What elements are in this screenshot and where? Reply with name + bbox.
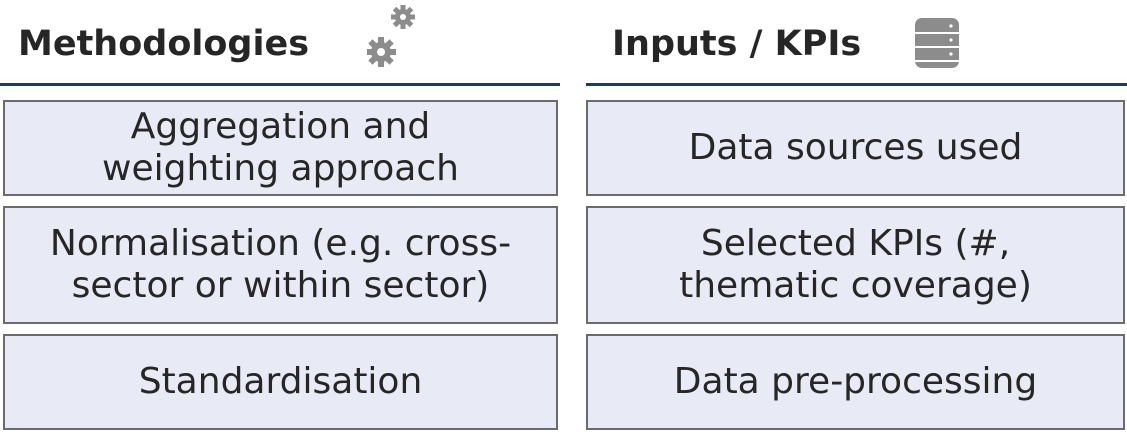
input-box-line1: Selected KPIs (#, xyxy=(700,223,1011,264)
methodologies-header: Methodologies xyxy=(0,0,560,84)
methodologies-divider xyxy=(0,83,560,86)
inputs-kpis-divider xyxy=(586,83,1127,86)
inputs-kpis-header: Inputs / KPIs xyxy=(586,0,1127,84)
inputs-kpis-title: Inputs / KPIs xyxy=(612,24,862,64)
method-box-line2: weighting approach xyxy=(102,148,459,189)
method-box-aggregation: Aggregation and weighting approach xyxy=(3,100,558,196)
gears-icon xyxy=(367,5,415,67)
method-box-standardisation: Standardisation xyxy=(3,334,558,430)
methodologies-title: Methodologies xyxy=(18,24,310,64)
method-box-line1: Normalisation (e.g. cross- xyxy=(49,223,512,264)
method-box-line2: sector or within sector) xyxy=(71,265,490,306)
input-box-line1: Data sources used xyxy=(688,127,1023,168)
method-box-normalisation: Normalisation (e.g. cross- sector or wit… xyxy=(3,206,558,324)
database-icon xyxy=(915,18,959,68)
input-box-data-sources: Data sources used xyxy=(586,100,1125,196)
input-box-selected-kpis: Selected KPIs (#, thematic coverage) xyxy=(586,206,1125,324)
method-box-line1: Standardisation xyxy=(138,361,423,402)
input-box-line1: Data pre-processing xyxy=(673,361,1038,402)
input-box-pre-processing: Data pre-processing xyxy=(586,334,1125,430)
input-box-line2: thematic coverage) xyxy=(679,265,1032,306)
method-box-line1: Aggregation and xyxy=(130,106,431,147)
